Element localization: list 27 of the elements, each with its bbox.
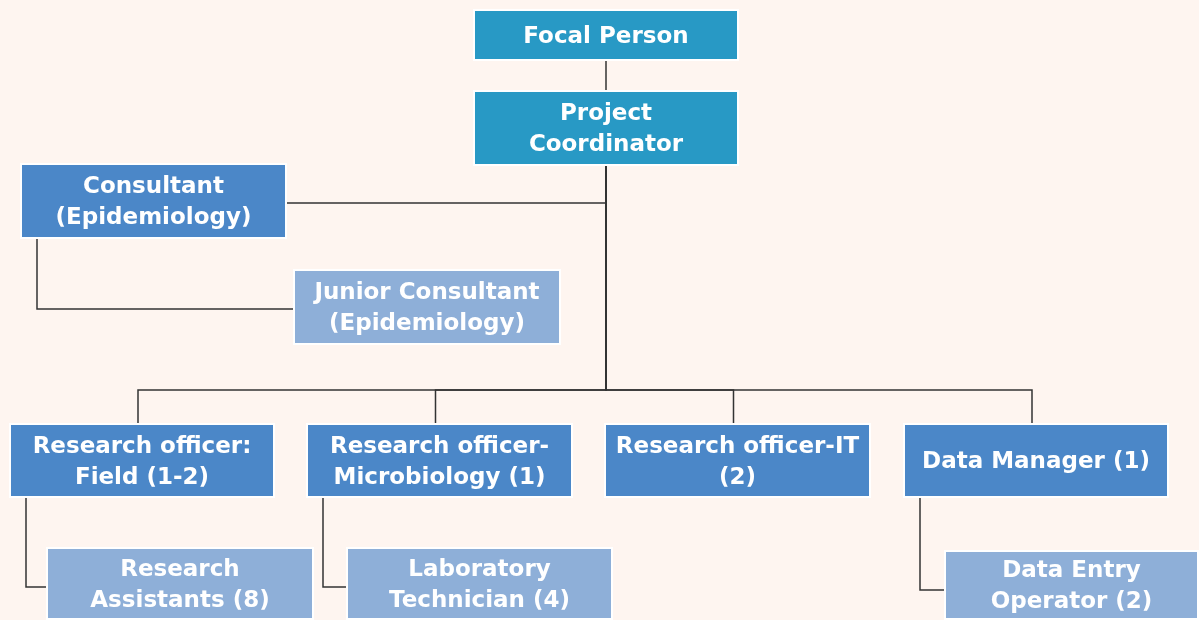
role-box bbox=[9, 423, 275, 498]
connector-line bbox=[919, 497, 945, 591]
role-title: Research officer-IT (2) bbox=[614, 430, 861, 491]
role-box bbox=[46, 547, 314, 620]
connector-line bbox=[25, 497, 47, 588]
role-box bbox=[473, 9, 739, 61]
role-box bbox=[604, 423, 871, 498]
connector-line bbox=[605, 60, 607, 91]
role-title: Research officer: Field (1-2) bbox=[31, 430, 253, 491]
role-box bbox=[944, 550, 1199, 620]
role-box bbox=[20, 163, 287, 239]
role-box bbox=[473, 90, 739, 166]
role-title: Research Assistants (8) bbox=[89, 553, 271, 614]
role-title: Junior Consultant (Epidemiology) bbox=[312, 277, 541, 337]
role-title: Data Manager (1) bbox=[922, 446, 1150, 475]
role-box bbox=[903, 423, 1169, 498]
connector-line bbox=[322, 497, 347, 588]
role-title: Laboratory Technician (4) bbox=[388, 553, 571, 614]
role-box bbox=[346, 547, 613, 620]
role-title: Data Entry Operator (2) bbox=[989, 555, 1154, 615]
role-title: Focal Person bbox=[523, 20, 689, 50]
role-title: Project Coordinator bbox=[527, 98, 685, 158]
role-title: Consultant (Epidemiology) bbox=[54, 171, 253, 231]
connector-line bbox=[36, 238, 294, 310]
role-box bbox=[293, 269, 561, 345]
role-box bbox=[306, 423, 573, 498]
role-title: Research officer-Microbiology (1) bbox=[328, 430, 551, 491]
